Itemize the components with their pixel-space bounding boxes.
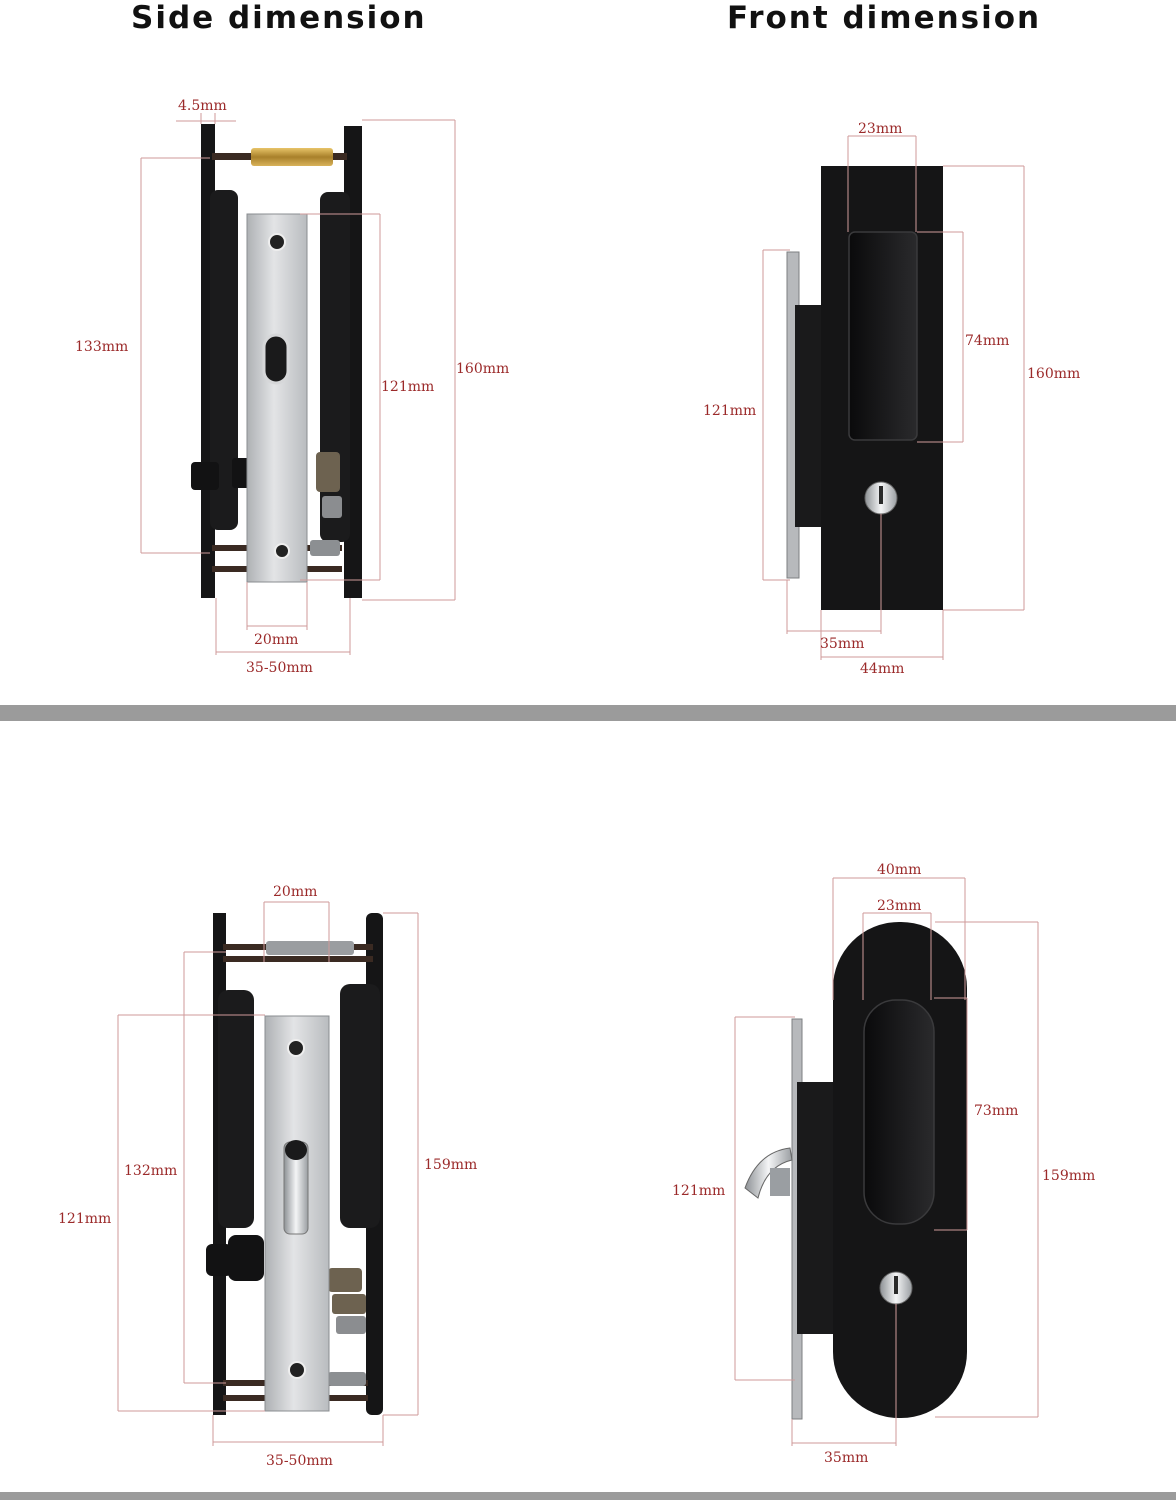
lock-side-illustration — [206, 913, 383, 1415]
lock-front-illustration — [744, 922, 967, 1420]
plate-thickness-label: 4.5mm — [178, 98, 227, 114]
recess-width-label: 23mm — [877, 898, 921, 914]
faceplate-height-label: 121mm — [672, 1183, 725, 1199]
dimension-lines — [762, 135, 1025, 660]
top-side-view: 4.5mm 133mm 121mm 160mm 20mm 35-50mm — [75, 98, 509, 676]
bottom-side-view: 20mm 132mm 121mm 159mm 35-50mm — [58, 884, 477, 1469]
width-a-label: 35mm — [820, 636, 864, 652]
width-total-label: 44mm — [860, 661, 904, 677]
door-thickness-label: 35-50mm — [246, 660, 313, 676]
lock-front-illustration — [786, 166, 943, 610]
top-front-view: 23mm 74mm 160mm 121mm 35mm 44mm — [703, 121, 1080, 677]
bottom-front-view: 40mm 23mm 73mm 159mm 121mm 35mm — [672, 862, 1095, 1466]
width-a-label: 35mm — [824, 1450, 868, 1466]
faceplate-height-label: 121mm — [703, 403, 756, 419]
dimension-lines — [117, 901, 419, 1446]
height-total-label: 160mm — [1027, 366, 1080, 382]
backset-label: 20mm — [273, 884, 317, 900]
backset-label: 20mm — [254, 632, 298, 648]
door-thickness-label: 35-50mm — [266, 1453, 333, 1469]
lock-side-illustration — [191, 124, 362, 598]
height-total-label: 159mm — [424, 1157, 477, 1173]
recess-height-label: 74mm — [965, 333, 1009, 349]
height-total-label: 159mm — [1042, 1168, 1095, 1184]
height-b-label: 121mm — [381, 379, 434, 395]
dimension-lines — [734, 877, 1039, 1446]
recess-height-label: 73mm — [974, 1103, 1018, 1119]
dimension-lines — [140, 113, 456, 655]
width-total-label: 40mm — [877, 862, 921, 878]
bottom-divider — [0, 1492, 1176, 1500]
height-a-label: 133mm — [75, 339, 128, 355]
height-a-label: 132mm — [124, 1163, 177, 1179]
section-divider — [0, 705, 1176, 721]
front-dimension-heading: Front dimension — [727, 0, 1042, 36]
height-total-label: 160mm — [456, 361, 509, 377]
height-b-label: 121mm — [58, 1211, 111, 1227]
recess-width-label: 23mm — [858, 121, 902, 137]
side-dimension-heading: Side dimension — [131, 0, 427, 36]
